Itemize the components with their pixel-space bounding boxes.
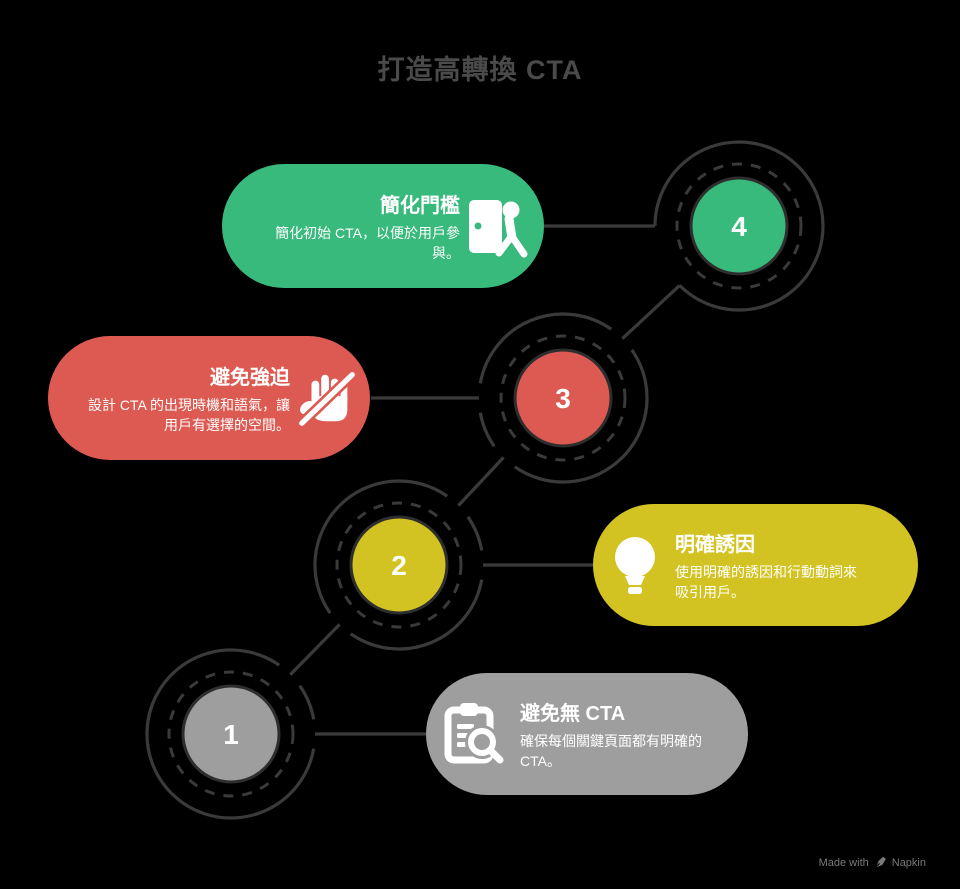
step-circle-outer-ring-1 (298, 684, 316, 720)
step-circle-outer-ring-3 (478, 312, 613, 384)
page-title: 打造高轉換 CTA (377, 55, 583, 85)
step-circle-outer-ring-1 (145, 648, 316, 820)
napkin-logo-icon (874, 856, 886, 869)
clipboard-search-icon (444, 703, 504, 764)
connector-line (621, 284, 681, 340)
step-circle-outer-ring-2 (349, 579, 484, 651)
step-pill-4: 簡化門檻 簡化初始 CTA，以便於用戶參與。 (222, 164, 544, 288)
step-circle-dashed-ring-1 (167, 670, 295, 798)
step-circle-2 (349, 515, 449, 615)
step-2-title: 明確誘因 (675, 533, 755, 556)
step-2-body: 使用明確的誘因和行動動詞來吸引用戶。 (675, 563, 857, 600)
step-pill-2: 明確誘因 使用明確的誘因和行動動詞來吸引用戶。 (593, 504, 918, 626)
step-3-text: 避免強迫 設計 CTA 的出現時機和語氣，讓用戶有選擇的空間。 (80, 361, 290, 436)
step-circle-outer-ring-2 (313, 479, 449, 615)
step-number-2: 2 (391, 550, 407, 581)
step-circle-dashed-ring-4 (675, 162, 803, 290)
step-4-title: 簡化門檻 (380, 194, 460, 217)
step-pill-3: 避免強迫 設計 CTA 的出現時機和語氣，讓用戶有選擇的空間。 (48, 336, 370, 460)
step-circle-outer-ring-3 (513, 348, 649, 484)
step-1-text: 避免無 CTA 確保每個關鍵頁面都有明確的 CTA。 (520, 697, 720, 772)
step-number-1: 1 (223, 719, 239, 750)
step-circle-dashed-ring-3 (499, 334, 627, 462)
step-circle-4 (689, 176, 789, 276)
connector-line (457, 456, 505, 507)
watermark-brand: Napkin (891, 856, 926, 869)
step-circle-outer-ring-4 (653, 140, 825, 312)
step-circle-3 (513, 348, 613, 448)
step-2-text: 明確誘因 使用明確的誘因和行動動詞來吸引用戶。 (675, 528, 867, 603)
step-3-title: 避免強迫 (210, 366, 290, 389)
watermark-made-with: Made with (818, 856, 869, 869)
step-4-text: 簡化門檻 簡化初始 CTA，以便於用戶參與。 (264, 189, 460, 264)
step-1-title: 避免無 CTA (520, 702, 626, 725)
step-circle-dashed-ring-2 (335, 501, 463, 629)
step-1-body: 確保每個關鍵頁面都有明確的 CTA。 (520, 732, 702, 769)
door-enter-icon (469, 200, 528, 258)
step-circle-outer-ring-3 (478, 412, 496, 448)
step-circle-outer-ring-2 (466, 515, 484, 551)
napkin-watermark: Made with Napkin (819, 856, 926, 869)
step-4-body: 簡化初始 CTA，以便於用戶參與。 (275, 224, 460, 261)
step-number-3: 3 (555, 383, 571, 414)
step-number-4: 4 (731, 211, 747, 242)
step-circle-1 (181, 684, 281, 784)
lightbulb-icon (615, 537, 655, 594)
step-pill-1: 避免無 CTA 確保每個關鍵頁面都有明確的 CTA。 (426, 673, 748, 795)
forbidden-hand-icon (296, 369, 358, 429)
connector-line (289, 623, 341, 676)
step-3-body: 設計 CTA 的出現時機和語氣，讓用戶有選擇的空間。 (88, 396, 290, 433)
